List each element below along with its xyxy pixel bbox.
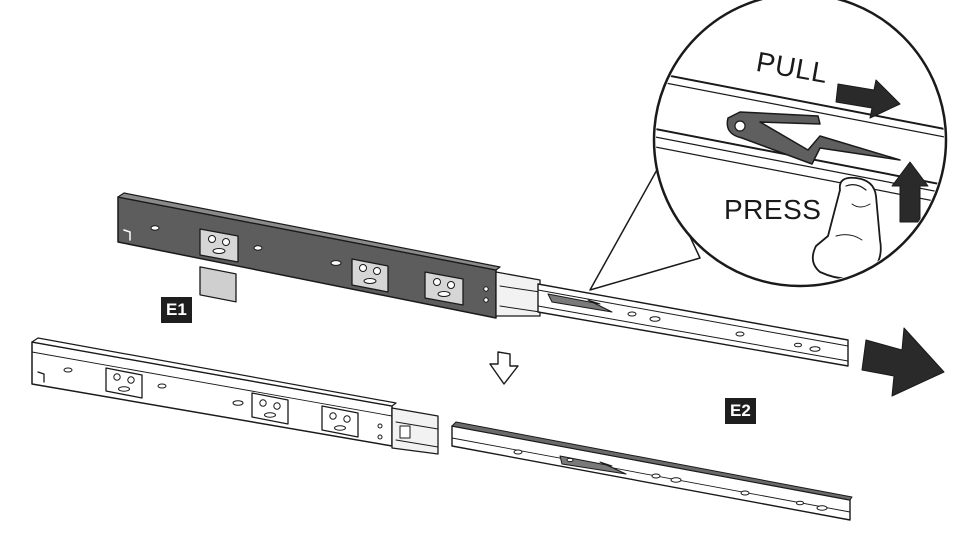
zoom-callout [589, 0, 948, 291]
separated-inner-member [451, 421, 853, 521]
press-label: PRESS [724, 194, 822, 225]
right-arrow-icon [861, 327, 945, 397]
down-arrow-icon [489, 351, 519, 385]
zoom-circle [652, 0, 948, 288]
press-arrow-icon [891, 161, 929, 223]
label-e1: E1 [161, 297, 192, 323]
bracket-1 [199, 266, 237, 303]
middle-member [495, 271, 541, 317]
label-e2: E2 [725, 398, 756, 424]
pull-arrow-icon [835, 79, 901, 119]
assembled-slide-upper [117, 192, 849, 367]
separated-outer-member [31, 337, 439, 455]
inner-member-upper [537, 283, 849, 367]
latch-lever [726, 111, 901, 165]
